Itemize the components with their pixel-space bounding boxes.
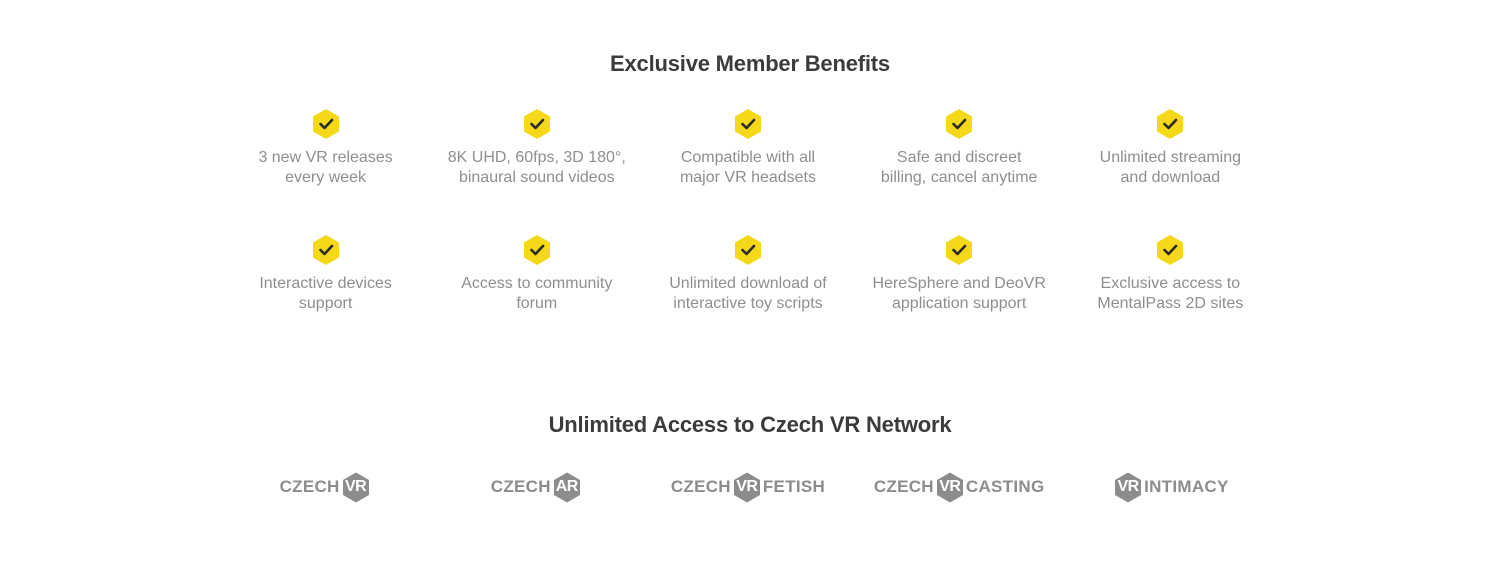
logo-badge: VR [939,478,961,495]
benefit-text: 8K UHD, 60fps, 3D 180°, binaural sound v… [447,149,626,186]
benefit-text: Unlimited streaming and download [1099,149,1242,186]
benefit-item: Interactive devices support [220,234,431,314]
logo-czech-ar[interactable]: CZECH AR [431,470,642,504]
logo-badge: VR [1117,478,1139,495]
benefit-item: 3 new VR releases every week [220,108,431,188]
logo-prefix: CZECH [873,477,934,496]
hexagon-check-icon [734,109,761,139]
hexagon-badge-icon: AR [553,472,581,503]
logo-suffix: INTIMACY [1144,477,1229,496]
benefits-row-2: Interactive devices support Access to co… [220,234,1276,314]
benefit-item: Unlimited download of interactive toy sc… [642,234,853,314]
benefit-text: Safe and discreet billing, cancel anytim… [880,149,1038,186]
hexagon-check-icon [523,235,550,265]
logo-czech-vr-casting[interactable]: CZECH VR CASTING [854,470,1065,504]
benefit-text: Compatible with all major VR headsets [679,149,816,186]
logo-czech-vr-fetish[interactable]: CZECH VR FETISH [642,470,853,504]
hexagon-check-icon [1157,235,1184,265]
logo-prefix: CZECH [670,477,731,496]
hexagon-check-icon [946,109,973,139]
benefit-text: Access to community forum [461,275,613,312]
hexagon-badge-icon: VR [1114,472,1142,503]
logo-badge: AR [555,478,579,495]
benefit-item: 8K UHD, 60fps, 3D 180°, binaural sound v… [431,108,642,188]
hexagon-badge-icon: VR [733,472,761,503]
hexagon-badge-icon: VR [342,472,370,503]
benefit-text: Interactive devices support [259,275,392,312]
benefit-text: Exclusive access to MentalPass 2D sites [1097,275,1244,312]
benefit-item: Access to community forum [431,234,642,314]
logo-prefix: CZECH [279,477,340,496]
benefits-heading: Exclusive Member Benefits [610,51,890,76]
benefit-item: Compatible with all major VR headsets [642,108,853,188]
logo-czech-vr[interactable]: CZECH VR [220,470,431,504]
hexagon-check-icon [312,235,339,265]
logo-suffix: CASTING [965,477,1045,496]
benefit-item: Safe and discreet billing, cancel anytim… [854,108,1065,188]
network-heading: Unlimited Access to Czech VR Network [548,412,952,437]
benefit-item: HereSphere and DeoVR application support [854,234,1065,314]
logo-suffix: FETISH [762,477,826,496]
hexagon-check-icon [1157,109,1184,139]
hexagon-check-icon [734,235,761,265]
benefit-item: Unlimited streaming and download [1065,108,1276,188]
benefit-text: 3 new VR releases every week [258,149,393,186]
benefit-text: HereSphere and DeoVR application support [872,275,1046,312]
benefit-text: Unlimited download of interactive toy sc… [669,275,827,312]
hexagon-check-icon [946,235,973,265]
hexagon-check-icon [312,109,339,139]
benefits-row-1: 3 new VR releases every week 8K UHD, 60f… [220,108,1276,188]
hexagon-check-icon [523,109,550,139]
benefit-item: Exclusive access to MentalPass 2D sites [1065,234,1276,314]
logo-prefix: CZECH [490,477,551,496]
logo-badge: VR [345,478,367,495]
logo-vr-intimacy[interactable]: VR INTIMACY [1065,470,1276,504]
network-logos: CZECH VR CZECH AR CZECH VR FETISH CZECH [220,470,1276,504]
logo-badge: VR [736,478,758,495]
hexagon-badge-icon: VR [936,472,964,503]
